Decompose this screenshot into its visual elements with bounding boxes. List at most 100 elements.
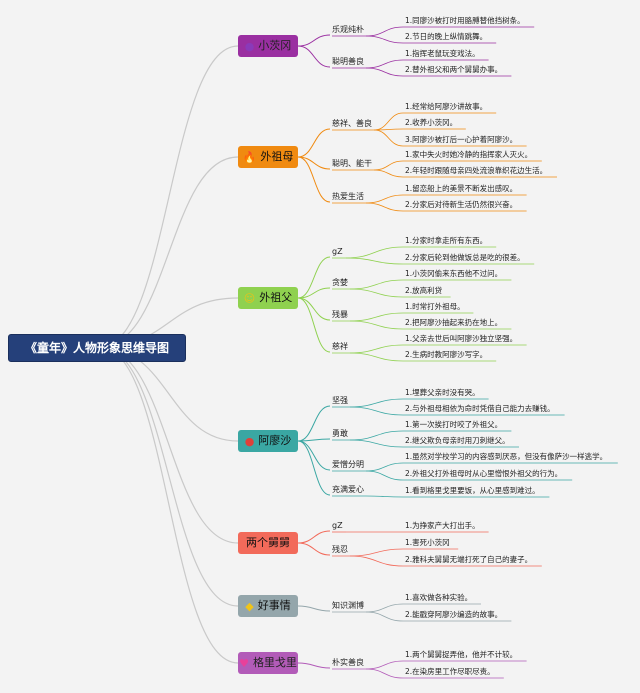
character-node: ◆好事情 <box>238 595 298 617</box>
leaf-item: 2.继父欺负母亲时用刀刺继父。 <box>405 436 510 445</box>
leaf-item: 1.经常给阿廖沙讲故事。 <box>405 102 488 111</box>
character-name: 小茨冈 <box>258 39 292 52</box>
leaf-connector <box>349 288 404 298</box>
trait-connector <box>297 297 331 353</box>
leaf-item: 1.小茨冈偷来东西他不过问。 <box>405 269 503 278</box>
trait-connector <box>297 256 331 299</box>
leaf-connector <box>365 603 404 613</box>
smile-icon: ☺ <box>243 291 256 305</box>
leaf-connector <box>349 312 404 322</box>
diamond-icon: ◆ <box>245 599 254 613</box>
trait-connector <box>297 297 331 321</box>
leaf-item: 2.收养小茨冈。 <box>405 118 458 127</box>
leaf-connector <box>365 35 404 44</box>
character-node: 两个舅舅 <box>238 532 298 554</box>
branch-connector <box>99 346 239 664</box>
character-name: 好事情 <box>257 599 291 612</box>
trait-connector <box>297 45 331 68</box>
trait-connector <box>297 128 331 158</box>
leaf-connector <box>349 439 404 448</box>
leaf-item: 3.阿廖沙被打后一心护着阿廖沙。 <box>405 135 518 144</box>
leaf-connector <box>349 548 404 557</box>
leaf-item: 2.能戳穿阿廖沙编造的故事。 <box>405 610 503 619</box>
leaf-connector <box>345 257 404 265</box>
leaf-connector <box>349 430 404 441</box>
leaf-connector <box>365 202 404 212</box>
branch-connector <box>99 346 239 544</box>
trait-label: 慈祥、善良 <box>332 119 372 128</box>
leaf-connector <box>373 160 404 171</box>
leaf-connector <box>373 129 404 147</box>
leaf-item: 2.生病时教阿廖沙写字。 <box>405 350 488 359</box>
trait-connector <box>297 605 331 612</box>
leaf-item: 1.两个舅舅捉弄他，他并不计较。 <box>405 650 518 659</box>
leaf-connector <box>365 668 404 679</box>
character-node: ♥格里戈里 <box>238 652 298 674</box>
leaf-item: 2.放高利贷 <box>405 286 443 295</box>
leaf-item: 1.分家时拿走所有东西。 <box>405 236 488 245</box>
leaf-connector <box>365 462 404 472</box>
trait-connector <box>297 530 331 544</box>
leaf-item: 2.与外祖母相依为命时凭借自己能力去赚钱。 <box>405 404 555 413</box>
trait-connector <box>297 440 331 496</box>
central-topic: 《童年》人物形象思维导图 <box>8 334 186 362</box>
heart-icon: ♥ <box>239 656 249 670</box>
character-node: ●阿廖沙 <box>238 430 298 452</box>
trait-connector <box>297 156 331 203</box>
purple-circle-icon: ● <box>244 39 255 53</box>
branch-connector <box>99 156 239 348</box>
leaf-connector <box>349 352 404 362</box>
leaf-connector <box>365 59 404 69</box>
leaf-connector <box>365 611 404 622</box>
leaf-item: 1.虽然对学校学习的内容感到厌恶，但没有像萨沙一样逃学。 <box>405 452 608 461</box>
character-name: 阿廖沙 <box>258 434 292 447</box>
trait-label: 聪明善良 <box>332 57 364 66</box>
trait-label: 慈祥 <box>332 342 348 351</box>
character-node: ☺外祖父 <box>238 287 298 309</box>
trait-connector <box>297 405 331 442</box>
leaf-item: 1.同廖沙被打时用胳膊替他挡树条。 <box>405 16 525 25</box>
trait-label: 爱憎分明 <box>332 460 364 469</box>
leaf-item: 1.留恋船上的美景不断发出感叹。 <box>405 184 518 193</box>
trait-label: 勇敢 <box>332 429 348 438</box>
leaf-item: 2.分家后对待新生活仍然很兴奋。 <box>405 200 518 209</box>
trait-label: 乐观纯朴 <box>332 25 364 34</box>
leaf-item: 1.指挥老鼠玩变戏法。 <box>405 49 480 58</box>
leaf-connector <box>365 67 404 77</box>
leaf-item: 2.在染房里工作尽职尽责。 <box>405 667 495 676</box>
trait-connector <box>297 440 331 471</box>
flame-icon: 🔥 <box>242 150 257 164</box>
trait-connector <box>297 662 331 669</box>
leaf-item: 1.家中失火时她冷静的指挥家人灭火。 <box>405 150 533 159</box>
trait-connector <box>297 438 331 442</box>
leaf-item: 1.喜欢做各种实验。 <box>405 593 473 602</box>
branch-connector <box>99 45 239 348</box>
leaf-item: 2.雅科夫舅舅无端打死了自己的妻子。 <box>405 555 533 564</box>
trait-label: 充满爱心 <box>332 485 364 494</box>
leaf-item: 1.看到格里戈里要饭，从心里感到难过。 <box>405 486 540 495</box>
leaf-item: 1.第一次挨打时咬了外祖父。 <box>405 420 503 429</box>
leaf-item: 2.替外祖父和两个舅舅办事。 <box>405 65 503 74</box>
leaf-connector <box>373 169 404 178</box>
trait-label: 残忍 <box>332 545 348 554</box>
trait-connector <box>297 287 331 299</box>
leaf-connector <box>373 112 404 131</box>
trait-connector <box>297 542 331 556</box>
leaf-connector <box>349 406 404 416</box>
leaf-item: 2.外祖父打外祖母时从心里憎恨外祖父的行为。 <box>405 469 563 478</box>
red-circle-icon: ● <box>244 434 255 448</box>
leaf-item: 1.害死小茨冈 <box>405 538 450 547</box>
character-node: 🔥外祖母 <box>238 146 298 168</box>
leaf-item: 1.为挣家产大打出手。 <box>405 521 480 530</box>
leaf-item: 2.节日的晚上纵情跳舞。 <box>405 32 488 41</box>
trait-label: 贪婪 <box>332 278 348 287</box>
leaf-connector <box>349 555 404 567</box>
leaf-connector <box>349 279 404 290</box>
character-node: ●小茨冈 <box>238 35 298 57</box>
trait-label: 朴实善良 <box>332 658 364 667</box>
trait-label: 知识渊博 <box>332 601 364 610</box>
character-name: 格里戈里 <box>252 656 297 669</box>
leaf-connector <box>365 26 404 37</box>
branch-connector <box>99 346 239 607</box>
